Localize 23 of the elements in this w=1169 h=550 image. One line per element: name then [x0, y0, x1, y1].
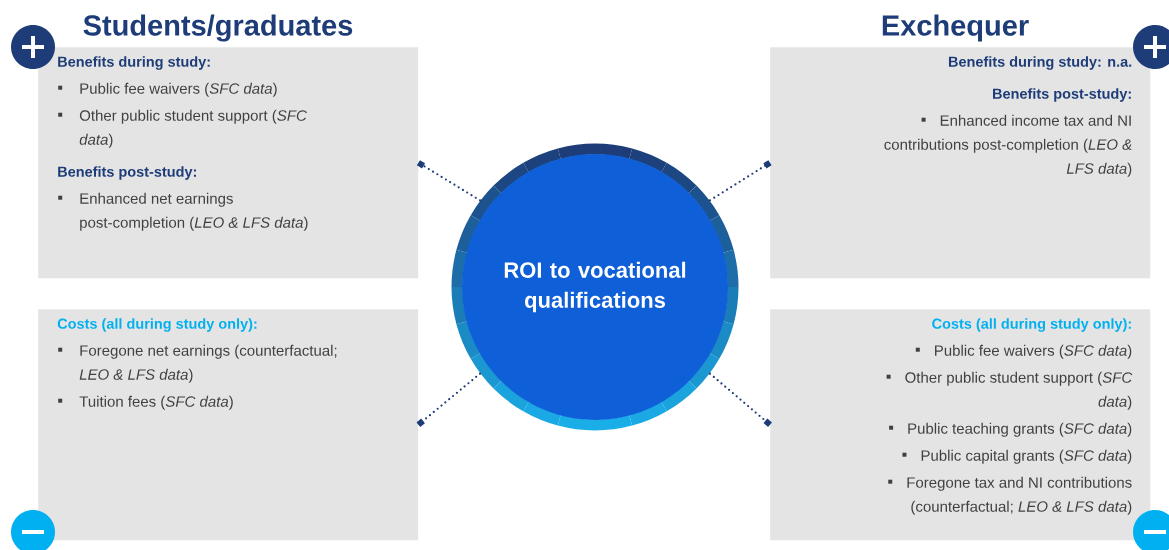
text-panel — [770, 47, 1151, 279]
text-panel — [38, 47, 419, 279]
dotted-connector — [708, 160, 772, 202]
bullet-item: Public capital grants (SFC data) — [902, 449, 1132, 464]
dotted-connector — [708, 372, 772, 427]
bullet-item: Enhanced income tax and NI contributions post-completion (LEO & LFS data) — [884, 114, 1132, 177]
bullet-item: Tuition fees (SFC data) — [58, 395, 233, 410]
bullet-item: Public fee waivers (SFC data) — [915, 344, 1132, 359]
bullet-item: Public teaching grants (SFC data) — [889, 422, 1132, 437]
section-heading: Benefits post-study: — [993, 88, 1131, 102]
section-heading: Benefits post-study: — [58, 166, 196, 180]
bullet-item: Enhanced net earnings post-completion (LEO & LFS data) — [58, 192, 308, 231]
bullet-item: Foregone tax and NI contributions (counterfactual; LEO & LFS data) — [888, 476, 1132, 515]
section-heading: Costs (all during study only): — [57, 318, 257, 332]
text-panel — [770, 309, 1151, 541]
section-heading: Benefits during study: — [58, 56, 210, 70]
text-panel — [38, 309, 419, 541]
bullet-item: Other public student support (SFC data) — [58, 109, 307, 148]
bullet-item: Other public student support (SFC data) — [886, 371, 1133, 410]
bullet-item: Public fee waivers (SFC data) — [58, 82, 277, 97]
section-heading: Costs (all during study only): — [932, 318, 1131, 332]
section-heading: Benefits during study: n.a. — [948, 56, 1132, 70]
bullet-item: Foregone net earnings (counterfactual; LEO & LFS data) — [58, 344, 337, 383]
